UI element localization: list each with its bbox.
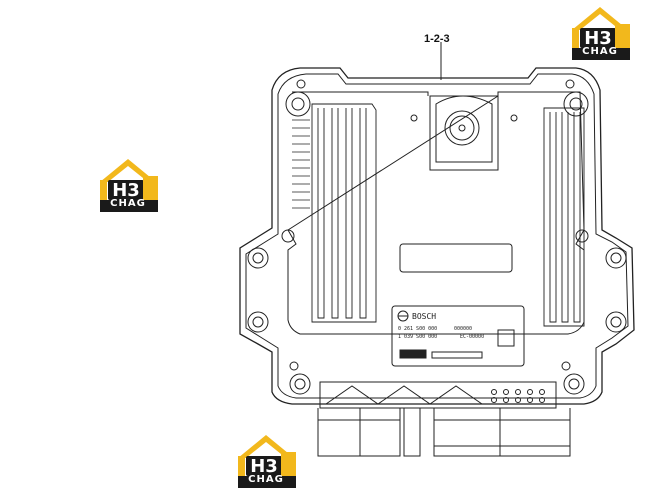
left-heat-fins [311, 103, 377, 323]
logo-brand: CHAG [582, 46, 618, 57]
logo-brand: CHAG [248, 474, 284, 485]
label-line1: 0 261 S00 000 [398, 326, 437, 332]
logo-letters: H3 [112, 180, 140, 201]
connector-plugs [317, 408, 571, 457]
house-icon: H3 [238, 435, 296, 488]
housing-outline [239, 67, 635, 405]
chag-logo-top-right: H3 CHAG [568, 4, 632, 60]
mount-hole-right-bottom [605, 311, 627, 333]
boss-bottom-left [289, 373, 311, 395]
boss-top-left [285, 91, 311, 117]
label-brand: BOSCH [412, 312, 436, 321]
logo-letters: H3 [584, 28, 612, 49]
label-line3: 000000 [454, 326, 472, 332]
connector-header [319, 381, 557, 409]
logo-letters: H3 [250, 456, 278, 477]
vent-plug-icon [444, 110, 480, 146]
house-icon: H3 [100, 159, 158, 212]
part-callout: 1-2-3 [424, 33, 450, 45]
label-line2: 1 039 S00 000 [398, 334, 437, 340]
housing-inner-outline [245, 73, 629, 399]
label-symbol-box [497, 329, 515, 347]
mount-hole-left-bottom [247, 311, 269, 333]
label-line4: EC-00000 [460, 334, 484, 340]
vent-housing [429, 95, 499, 171]
center-plate [399, 243, 513, 273]
chag-logo-bottom: H3 CHAG [234, 432, 298, 488]
bosch-label-plate [391, 305, 525, 367]
chag-logo-left: H3 CHAG [96, 156, 160, 212]
mount-hole-left-top [247, 247, 269, 269]
right-heat-fins [543, 107, 585, 327]
mount-hole-right-top [605, 247, 627, 269]
logo-brand: CHAG [110, 198, 146, 209]
house-icon: H3 [572, 7, 630, 60]
boss-bottom-right [563, 373, 585, 395]
